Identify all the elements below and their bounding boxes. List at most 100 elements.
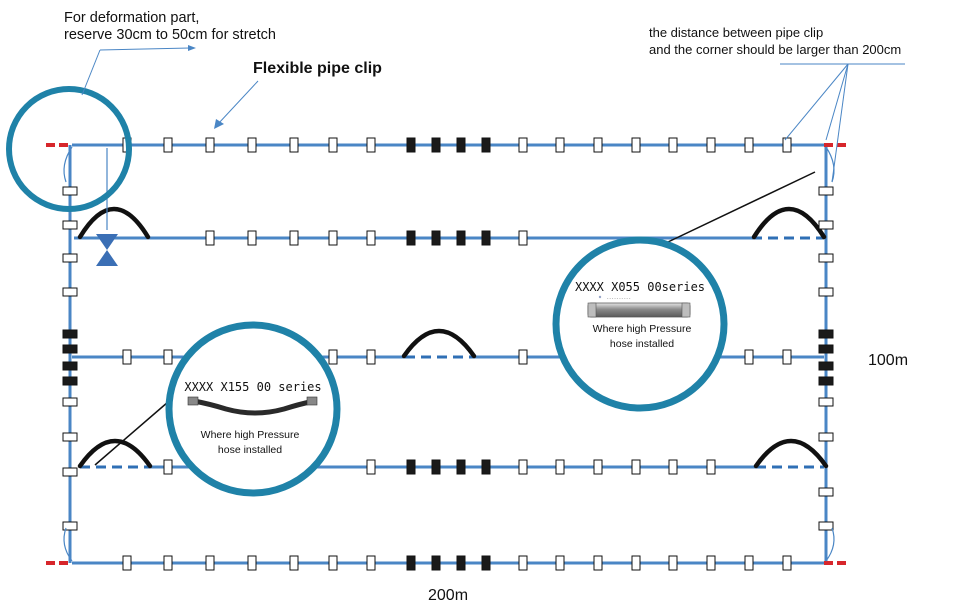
leader-lines (81, 45, 905, 183)
flexible-clip (593, 137, 603, 153)
callout-model: XXXX X155 00 series (184, 380, 321, 394)
fixed-clip (481, 230, 491, 246)
callout-caption-line2: hose installed (610, 338, 674, 350)
rubber-hose-icon (187, 396, 318, 416)
callout-circle (552, 236, 728, 412)
flexible-clip (62, 253, 78, 263)
fixed-clip (406, 230, 416, 246)
deformation-highlight-circle (6, 86, 132, 212)
flexible-clip (289, 230, 299, 246)
corner-bend (825, 527, 835, 562)
flexible-clip (366, 349, 376, 365)
flexible-clip (518, 230, 528, 246)
fixed-clip (481, 137, 491, 153)
flexible-clip (593, 555, 603, 571)
height-dimension: 100m (868, 352, 908, 369)
flexible-clip (518, 459, 528, 475)
fixed-clip (456, 555, 466, 571)
flexible-clip (668, 555, 678, 571)
fixed-clip (431, 459, 441, 475)
flexible-clip (782, 137, 792, 153)
flexible-clip (328, 349, 338, 365)
callout-caption-line1: Where high Pressure (593, 323, 692, 335)
flexible-clip (818, 487, 834, 497)
flexible-clip (289, 137, 299, 153)
fixed-clip (406, 459, 416, 475)
fixed-clip (431, 230, 441, 246)
width-dimension: 200m (428, 587, 468, 604)
flexible-clip (366, 555, 376, 571)
fixed-clip (818, 329, 834, 339)
flexible-clip (782, 349, 792, 365)
flexible-clip (555, 137, 565, 153)
svg-text:- - - - - - - - - -: - - - - - - - - - - (607, 295, 631, 300)
corner-bend (63, 146, 73, 183)
expansion-loop (751, 206, 827, 240)
fixed-clip (481, 459, 491, 475)
fixed-clip (456, 137, 466, 153)
flexible-clip (205, 137, 215, 153)
flexible-clip (631, 459, 641, 475)
flexible-clip (706, 137, 716, 153)
corner-bend (63, 527, 73, 562)
flexible-clip (593, 459, 603, 475)
flexible-clip (62, 432, 78, 442)
flexible-clip (247, 230, 257, 246)
flexible-clip (818, 186, 834, 196)
fixed-clip (431, 555, 441, 571)
flexible-clip (631, 555, 641, 571)
flexible-clip (366, 459, 376, 475)
flexible-clip (62, 467, 78, 477)
fixed-clip (406, 137, 416, 153)
expansion-loop (77, 438, 153, 469)
fixed-clip (62, 329, 78, 339)
flexible-clip (205, 230, 215, 246)
expansion-loops (77, 206, 829, 469)
flexible-clip (62, 186, 78, 196)
flexible-clip (818, 432, 834, 442)
fixed-clip (62, 344, 78, 354)
flexible-clip (555, 459, 565, 475)
fixed-clip (406, 555, 416, 571)
flexible-clip (62, 287, 78, 297)
flexible-clip (818, 397, 834, 407)
fixed-clip (62, 361, 78, 371)
fixed-clip (456, 230, 466, 246)
flexible-clip (818, 253, 834, 263)
flexible-clip (631, 137, 641, 153)
expansion-loop (77, 206, 151, 240)
flexible-clip (668, 137, 678, 153)
flexible-clip-label: Flexible pipe clip (253, 60, 382, 77)
callout-caption-line2: hose installed (218, 444, 282, 456)
flexible-clip (163, 137, 173, 153)
flexible-clip (247, 137, 257, 153)
callout-model: XXXX X055 00series (575, 280, 705, 294)
flexible-clip (247, 555, 257, 571)
flexible-clip (328, 230, 338, 246)
fixed-clip (481, 555, 491, 571)
deformation-note-line1: For deformation part, (64, 10, 199, 26)
valve-icon (96, 148, 118, 266)
flexible-clip (289, 555, 299, 571)
pipe-clips (62, 137, 834, 571)
flexible-clip (706, 459, 716, 475)
callout-caption-line1: Where high Pressure (201, 429, 300, 441)
expansion-loop (401, 328, 477, 359)
flexible-clip (62, 521, 78, 531)
callout-circle (165, 321, 341, 497)
flexible-clip (328, 137, 338, 153)
flexible-clip (366, 230, 376, 246)
fixed-clip (456, 459, 466, 475)
flexible-clip (518, 137, 528, 153)
flexible-clip (744, 137, 754, 153)
flexible-clip (744, 349, 754, 365)
fixed-clip (431, 137, 441, 153)
flexible-clip (518, 349, 528, 365)
fixed-clip (818, 376, 834, 386)
flexible-clip (366, 137, 376, 153)
callout-pointer-right (667, 171, 816, 243)
flexible-clip (62, 220, 78, 230)
flexible-clip (205, 555, 215, 571)
fixed-clip (62, 376, 78, 386)
